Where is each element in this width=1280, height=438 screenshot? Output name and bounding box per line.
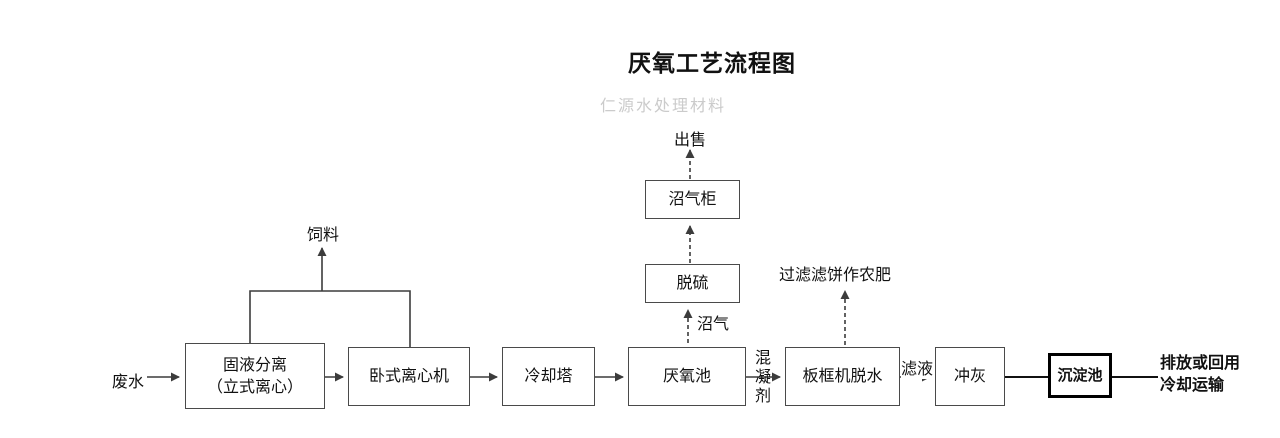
box-ash-flushing: 冲灰 xyxy=(935,347,1005,406)
box-biogas-holder: 沼气柜 xyxy=(645,180,740,219)
box-desulfurization: 脱硫 xyxy=(645,264,740,303)
label-discharge-line1: 排放或回用 xyxy=(1160,353,1241,372)
label-coagulant: 混凝剂 xyxy=(754,348,771,405)
label-sell: 出售 xyxy=(674,130,707,149)
box-plate-frame-dewatering-label: 板框机脱水 xyxy=(802,366,883,386)
box-horizontal-centrifuge-label: 卧式离心机 xyxy=(368,366,449,386)
box-biogas-holder-label: 沼气柜 xyxy=(668,189,717,209)
box-separation-line2: （立式离心） xyxy=(206,377,303,396)
diagram-title: 厌氧工艺流程图 xyxy=(628,51,796,77)
box-plate-frame-dewatering: 板框机脱水 xyxy=(785,347,900,406)
label-filter-cake: 过滤滤饼作农肥 xyxy=(779,265,892,284)
box-anaerobic-tank: 厌氧池 xyxy=(628,347,746,406)
box-cooling-tower: 冷却塔 xyxy=(502,347,595,406)
label-discharge-line2: 冷却运输 xyxy=(1160,375,1225,394)
label-biogas: 沼气 xyxy=(697,314,730,333)
box-sedimentation-tank: 沉淀池 xyxy=(1048,353,1112,398)
box-solid-liquid-separation: 固液分离 （立式离心） xyxy=(185,343,325,409)
label-wastewater: 废水 xyxy=(112,372,145,391)
label-discharge: 排放或回用 冷却运输 xyxy=(1160,352,1240,396)
box-anaerobic-tank-label: 厌氧池 xyxy=(662,366,711,386)
box-ash-flushing-label: 冲灰 xyxy=(953,366,986,386)
line-feed-bracket xyxy=(249,290,411,347)
label-filtrate: 滤液 xyxy=(901,355,934,379)
box-sedimentation-tank-label: 沉淀池 xyxy=(1057,366,1103,384)
watermark-text: 仁源水处理材料 xyxy=(600,96,727,115)
box-separation-line1: 固液分离 xyxy=(222,354,287,374)
box-cooling-tower-label: 冷却塔 xyxy=(524,366,573,386)
label-feed: 饲料 xyxy=(307,225,340,244)
box-desulfurization-label: 脱硫 xyxy=(676,273,709,293)
box-horizontal-centrifuge: 卧式离心机 xyxy=(348,347,470,406)
